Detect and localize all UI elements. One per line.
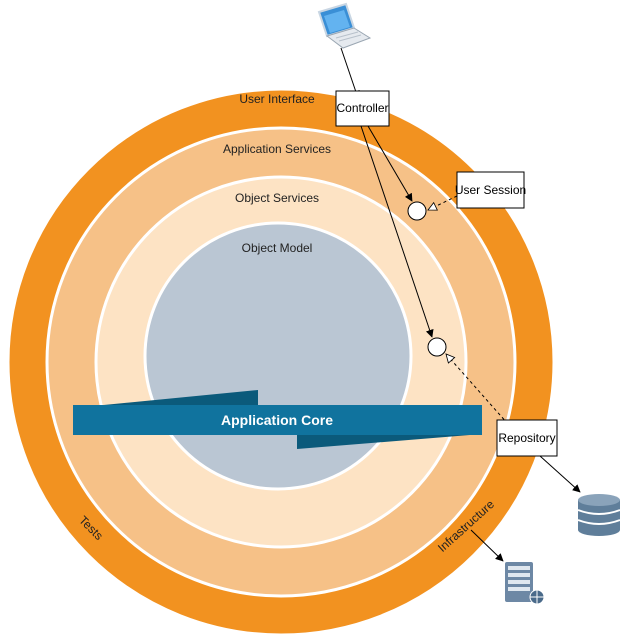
object-services-label: Object Services: [235, 191, 319, 205]
server-icon: [505, 562, 545, 605]
user-session-box: User Session: [455, 171, 526, 209]
repository-port: [427, 337, 447, 357]
controller-to-repository-port-arrow: [360, 125, 434, 338]
infrastructure-to-server-arrow: [470, 529, 504, 562]
object-model-label: Object Model: [242, 241, 313, 255]
application-core-banner: Application Core: [73, 390, 482, 449]
user-interface-label: User Interface: [239, 92, 315, 106]
laptop-icon: [317, 2, 372, 49]
repository-to-database-arrow: [539, 455, 581, 493]
database-icon: [577, 494, 621, 536]
user-session-port: [407, 201, 427, 221]
user-session-label: User Session: [455, 183, 526, 197]
session-implements-port-line: [428, 195, 458, 210]
repository-box: Repository: [496, 419, 558, 457]
client-to-controller-arrow: [340, 47, 360, 99]
application-services-label: Application Services: [223, 142, 331, 156]
object-model-core: [143, 221, 413, 491]
repository-label: Repository: [498, 431, 555, 445]
controller-to-session-port-arrow: [367, 125, 413, 202]
controller-label: Controller: [336, 101, 388, 115]
controller-box: Controller: [335, 90, 390, 127]
application-core-label: Application Core: [221, 412, 333, 428]
